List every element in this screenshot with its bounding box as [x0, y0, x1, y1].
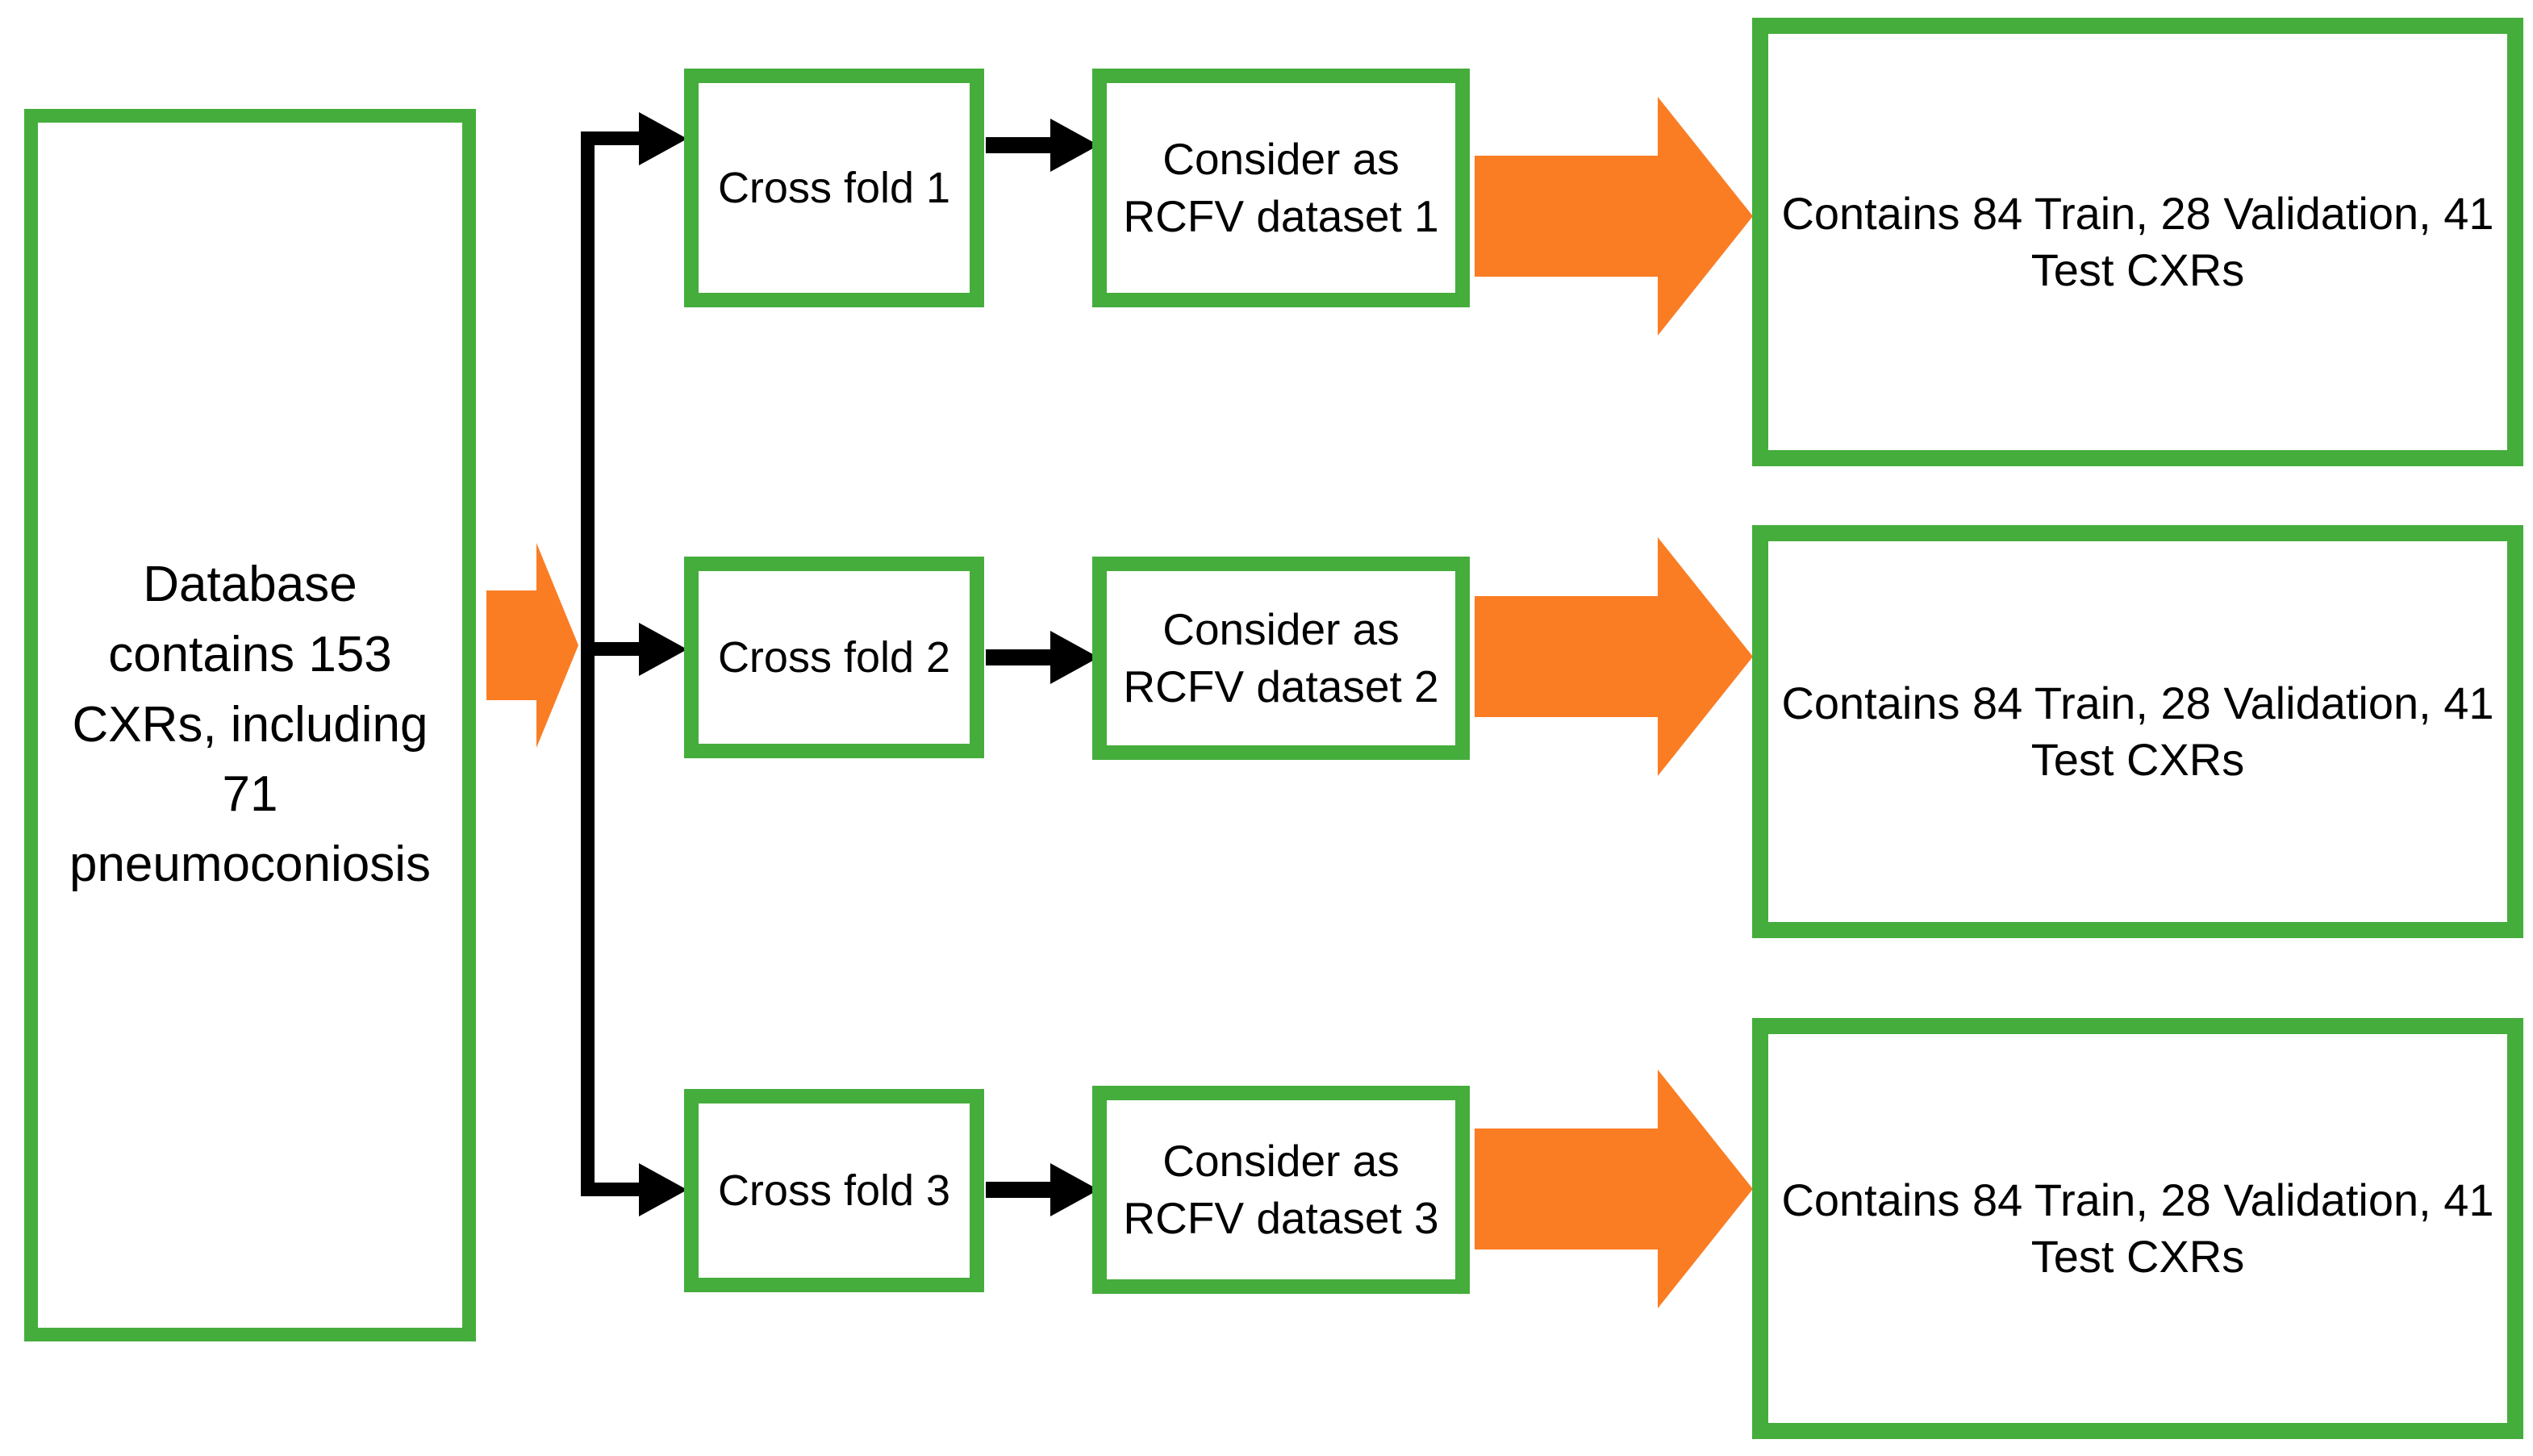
arrow-head: [639, 112, 687, 165]
arrow-shaft: [595, 642, 641, 656]
branch-trunk-line: [581, 131, 595, 1196]
arrow-head: [1658, 1070, 1753, 1308]
result-3-box: Contains 84 Train, 28 Validation, 41 Tes…: [1752, 1018, 2523, 1439]
rcfv-dataset-1-label: Consider as RCFV dataset 1: [1123, 133, 1439, 242]
rcfv-dataset-3-box: Consider as RCFV dataset 3: [1092, 1086, 1470, 1294]
arrow-tail: [1475, 596, 1659, 717]
database-output-arrow-icon: [486, 543, 578, 748]
result-1-box: Contains 84 Train, 28 Validation, 41 Tes…: [1752, 18, 2523, 466]
arrow-tail: [1475, 1129, 1659, 1249]
arrow-shaft: [581, 131, 642, 145]
fold-to-rcfv-arrow-3-icon: [986, 1163, 1099, 1216]
cross-fold-2-box: Cross fold 2: [684, 557, 984, 758]
cross-fold-1-box: Cross fold 1: [684, 69, 984, 307]
rcfv-to-result-arrow-1-icon: [1475, 97, 1753, 336]
arrow-tail: [486, 590, 537, 700]
branch-arrow-fold-1-icon: [581, 112, 687, 165]
rcfv-to-result-arrow-2-icon: [1475, 537, 1753, 776]
rcfv-dataset-1-box: Consider as RCFV dataset 1: [1092, 69, 1470, 307]
arrow-head: [639, 623, 687, 676]
arrow-head: [536, 543, 578, 748]
branch-arrow-fold-3-icon: [581, 1163, 687, 1216]
cross-fold-3-label: Cross fold 3: [717, 1166, 951, 1215]
database-box: Database contains 153 CXRs, including 71…: [24, 109, 476, 1341]
database-box-label: Database contains 153 CXRs, including 71…: [69, 557, 432, 893]
rcfv-dataset-3-label: Consider as RCFV dataset 3: [1123, 1135, 1439, 1244]
result-1-label: Contains 84 Train, 28 Validation, 41 Tes…: [1781, 188, 2494, 295]
rcfv-dataset-2-label: Consider as RCFV dataset 2: [1123, 603, 1439, 712]
cross-fold-3-box: Cross fold 3: [684, 1089, 984, 1292]
arrow-head: [1658, 97, 1753, 336]
branch-arrow-fold-2-icon: [595, 623, 687, 676]
arrow-shaft: [581, 1183, 642, 1196]
rcfv-dataset-2-box: Consider as RCFV dataset 2: [1092, 557, 1470, 760]
result-2-label: Contains 84 Train, 28 Validation, 41 Tes…: [1781, 678, 2494, 785]
arrow-head: [1050, 631, 1099, 684]
rcfv-to-result-arrow-3-icon: [1475, 1070, 1753, 1308]
arrow-head: [1050, 1163, 1099, 1216]
cross-fold-2-label: Cross fold 2: [717, 632, 951, 682]
fold-to-rcfv-arrow-1-icon: [986, 119, 1099, 172]
cross-fold-1-label: Cross fold 1: [717, 163, 951, 212]
arrow-shaft: [986, 137, 1055, 153]
arrow-head: [1658, 537, 1753, 776]
result-3-label: Contains 84 Train, 28 Validation, 41 Tes…: [1781, 1174, 2494, 1282]
arrow-head: [639, 1163, 687, 1216]
result-2-box: Contains 84 Train, 28 Validation, 41 Tes…: [1752, 525, 2523, 938]
arrow-head: [1050, 119, 1099, 172]
fold-to-rcfv-arrow-2-icon: [986, 631, 1099, 684]
arrow-shaft: [986, 1182, 1055, 1198]
arrow-shaft: [986, 649, 1055, 665]
arrow-tail: [1475, 156, 1659, 277]
